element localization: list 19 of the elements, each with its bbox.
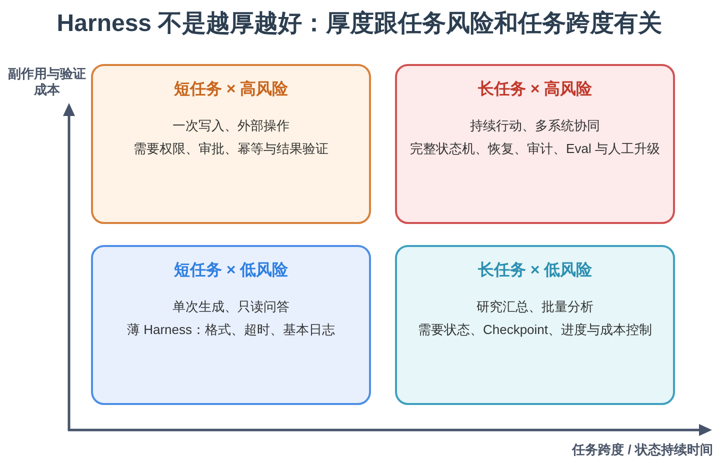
quadrant-text: 需要权限、审批、幂等与结果验证: [134, 140, 328, 158]
quadrant-title: 短任务 × 高风险: [174, 79, 288, 100]
quadrant-box: [395, 245, 675, 405]
quadrant-box: [395, 64, 675, 224]
quadrant-title: 长任务 × 高风险: [478, 79, 592, 100]
quadrant-text: 一次写入、外部操作: [172, 117, 290, 135]
quadrant-text: 需要状态、Checkpoint、进度与成本控制: [418, 321, 652, 339]
quadrant-text: 持续行动、多系统协同: [470, 117, 600, 135]
quadrant-text: 单次生成、只读问答: [172, 298, 290, 316]
quadrant-box: [91, 64, 371, 224]
quadrant-box: [91, 245, 371, 405]
quadrant-title: 短任务 × 低风险: [174, 260, 288, 281]
quadrant-title: 长任务 × 低风险: [478, 260, 592, 281]
quadrant-text: 研究汇总、批量分析: [476, 298, 594, 316]
quadrant-text: 完整状态机、恢复、审计、Eval 与人工升级: [410, 140, 660, 158]
axis-label: 副作用与验证成本: [7, 66, 87, 98]
quadrant-text: 薄 Harness：格式、超时、基本日志: [126, 321, 336, 339]
axis-label: 任务跨度 / 状态持续时间: [572, 442, 713, 458]
chart-title: Harness 不是越厚越好：厚度跟任务风险和任务跨度有关: [56, 9, 664, 39]
